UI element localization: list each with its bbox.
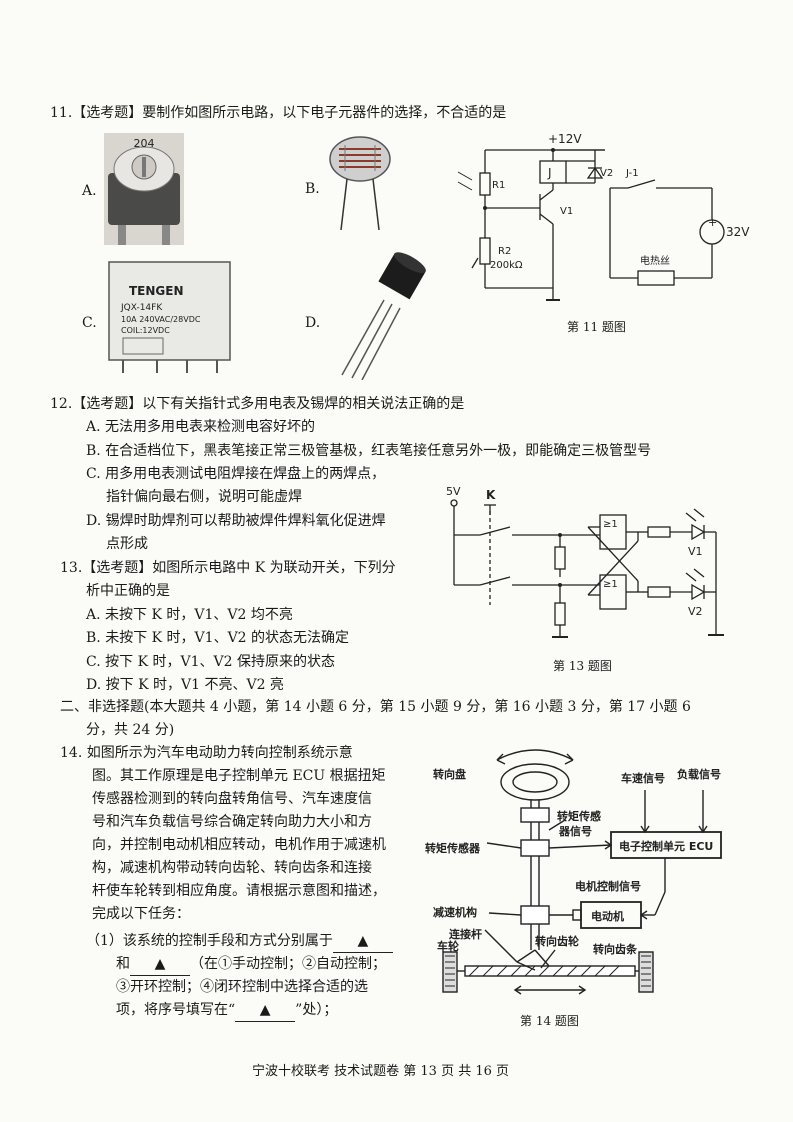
q12-option-d[interactable]: D. 锡焊时助焊剂可以帮助被焊件焊料氧化促进焊 [86,513,386,529]
q14-sub1-options: （在①手动控制；②自动控制； [190,956,386,972]
page-footer: 宁波十校联考 技术试题卷 第 13 页 共 16 页 [252,1064,510,1079]
q14-line-3: 传感器检测到的转向盘转角信号、汽车速度信 [92,791,372,807]
q14-label-motor-signal: 电机控制信号 [575,879,641,893]
q14-label-torque-sensor: 转矩传感器 [425,841,481,855]
q14-sub1-and: 和 [116,956,130,972]
relay-image: TENGEN JQX-14FK 10A 240VAC/28VDC COIL:12… [108,261,231,373]
q14-line-7: 杆使车轮转到相应角度。请根据示意图和描述， [92,883,386,899]
q14-line-5: 向，并控制电动机相应转动，电机作用于减速机 [92,837,386,853]
q11-switch: J-1 [625,168,639,179]
q11-r2: R2 [498,246,511,257]
q12-stem: 12.【选考题】以下有关指针式多用电表及锡焊的相关说法正确的是 [50,396,465,412]
q13-stem-cont: 析中正确的是 [86,583,170,599]
potentiometer-image: 204 [104,133,184,245]
q11-diode-v2: V2 [600,168,613,179]
q14-caption: 第 14 题图 [520,1014,579,1028]
q11-option-c[interactable]: C. [82,315,97,331]
q13-option-d[interactable]: D. 按下 K 时，V1 不亮、V2 亮 [86,677,284,693]
q11-relay-j: J [547,166,552,180]
q11-option-b[interactable]: B. [305,181,320,197]
q13-vcc: 5V [446,485,461,498]
q11-stem: 11.【选考题】要制作如图所示电路，以下电子元器件的选择，不合适的是 [50,105,507,121]
q14-label-load: 负载信号 [677,767,721,781]
q14-label-ecu: 电子控制单元 ECU [619,839,713,853]
q14-sub1-text: （1）该系统的控制手段和方式分别属于 [86,933,333,949]
section2-heading: 二、非选择题(本大题共 4 小题，第 14 小题 6 分，第 15 小题 9 分… [60,699,691,715]
q11-r2-value: 200kΩ [490,260,523,271]
q14-line-8: 完成以下任务： [92,906,190,922]
q14-line-4: 号和汽车负载信号综合确定转向助力大小和方 [92,814,372,830]
q13-v1: V1 [688,545,703,558]
q13-stem: 13.【选考题】如图所示电路中 K 为联动开关，下列分 [60,560,396,576]
photoresistor-image [329,136,391,230]
svg-text:+: + [708,216,717,229]
q14-line-6: 构，减速机构带动转向齿轮、转向齿条和连接 [92,860,372,876]
q14-label-motor: 电动机 [591,909,624,923]
q13-circuit: 5V K ≥1 ≥1 V1 V2 [446,485,724,638]
relay-brand: TENGEN [129,284,184,298]
q14-label-reducer: 减速机构 [433,905,477,919]
section2-heading-cont: 分，共 24 分) [86,722,175,738]
q14-line-1: 14. 如图所示为汽车电动助力转向控制系统示意 [60,745,353,761]
q12-option-b[interactable]: B. 在合适档位下，黑表笔接正常三极管基极，红表笔接任意另外一极，即能确定三极管… [86,443,652,459]
q11-source: 32V [726,225,750,239]
q12-option-d-cont: 点形成 [106,536,148,552]
pot-marking: 204 [134,137,155,150]
q14-line-2: 图。其工作原理是电子控制单元 ECU 根据扭矩 [92,768,386,784]
q14-label-torque-signal-2: 器信号 [558,824,592,838]
q14-sub1-options-cont: ③开环控制；④闭环控制中选择合适的选 [116,979,368,995]
q14-label-speed: 车速信号 [621,771,665,785]
q14-sub1-instr-end: ”处）； [295,1002,338,1018]
relay-rating1: 10A 240VAC/28VDC [121,315,201,324]
q14-label-car-wheel: 车轮 [437,939,459,953]
q11-circuit: +12V R1 R2 200kΩ J V2 V1 J-1 + 32V 电热丝 [457,132,750,301]
relay-model: JQX-14FK [120,303,163,313]
relay-rating2: COIL:12VDC [121,326,170,335]
q11-heater: 电热丝 [640,254,670,267]
q14-diagram: 转向盘 转矩传感 器信号 车速信号 负载信号 转矩传感器 电子控制单元 ECU … [425,749,722,995]
q11-option-a[interactable]: A. [82,183,97,199]
q11-option-d[interactable]: D. [305,315,321,331]
q13-v2: V2 [688,605,703,618]
q14-label-pinion: 转向齿轮 [535,934,579,948]
q13-gate2: ≥1 [603,579,618,590]
transistor-image [341,252,426,380]
q14-label-rack: 转向齿条 [593,942,638,956]
q13-caption: 第 13 题图 [553,659,612,673]
q14-blank-example: ▲ [235,999,296,1022]
q12-option-a[interactable]: A. 无法用多用电表来检测电容好坏的 [86,419,316,435]
q14-label-link-rod: 连接杆 [449,927,482,941]
q11-r1: R1 [492,180,505,191]
q14-sub1-instr: 项，将序号填写在“ [116,1002,236,1018]
q12-option-c[interactable]: C. 用多用电表测试电阻焊接在焊盘上的两焊点， [86,466,386,482]
q14-label-wheel: 转向盘 [433,767,466,781]
q13-option-b[interactable]: B. 未按下 K 时，V1、V2 的状态无法确定 [86,630,350,646]
q11-caption: 第 11 题图 [567,320,626,334]
q13-gate1: ≥1 [603,519,618,530]
q13-option-a[interactable]: A. 未按下 K 时，V1、V2 均不亮 [86,607,293,623]
q14-blank-1[interactable]: ▲ [332,930,393,953]
q13-switch-k: K [486,488,496,502]
q14-label-torque-signal: 转矩传感 [557,809,601,823]
q11-transistor-v1: V1 [560,206,573,217]
q14-blank-2[interactable]: ▲ [130,953,190,976]
q12-option-c-cont: 指针偏向最右侧，说明可能虚焊 [106,489,302,505]
q13-option-c[interactable]: C. 按下 K 时，V1、V2 保持原来的状态 [86,654,335,670]
q11-vcc: +12V [548,132,582,146]
